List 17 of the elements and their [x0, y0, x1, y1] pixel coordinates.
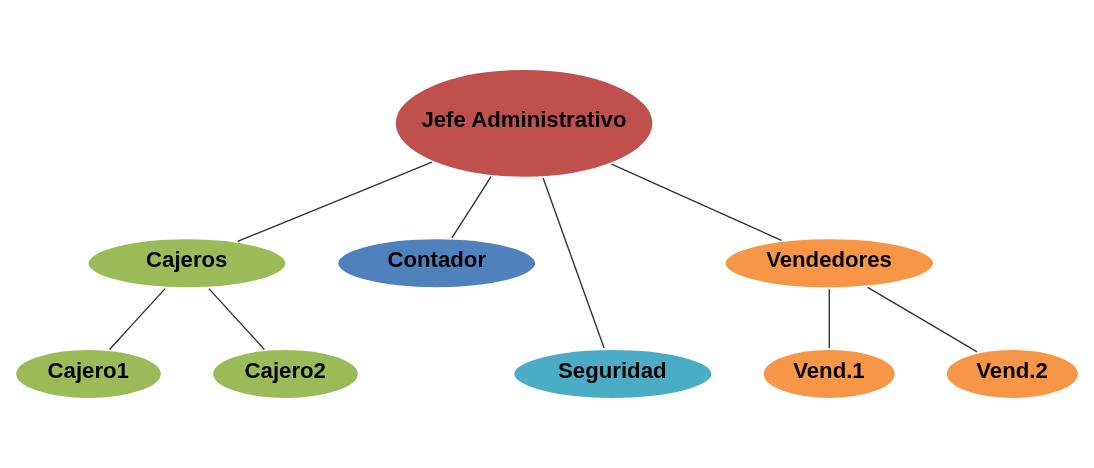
connector [542, 177, 605, 349]
node-ellipse: Jefe Administrativo [393, 67, 656, 180]
node-ellipse: Cajero1 [13, 347, 164, 401]
node-ellipse: Contador [335, 236, 538, 291]
node-ellipse: Vend.2 [944, 347, 1081, 401]
node-ellipse: Seguridad [511, 347, 715, 401]
connector [610, 163, 783, 242]
connector [451, 175, 492, 239]
connector [866, 286, 978, 353]
connector [828, 288, 830, 349]
node-ellipse: Cajeros [85, 236, 289, 291]
connector [237, 161, 433, 242]
connector [208, 287, 266, 351]
node-ellipse: Vend.1 [761, 347, 898, 401]
connector [108, 287, 166, 351]
node-ellipse: Cajero2 [210, 347, 361, 401]
node-ellipse: Vendedores [722, 236, 936, 291]
